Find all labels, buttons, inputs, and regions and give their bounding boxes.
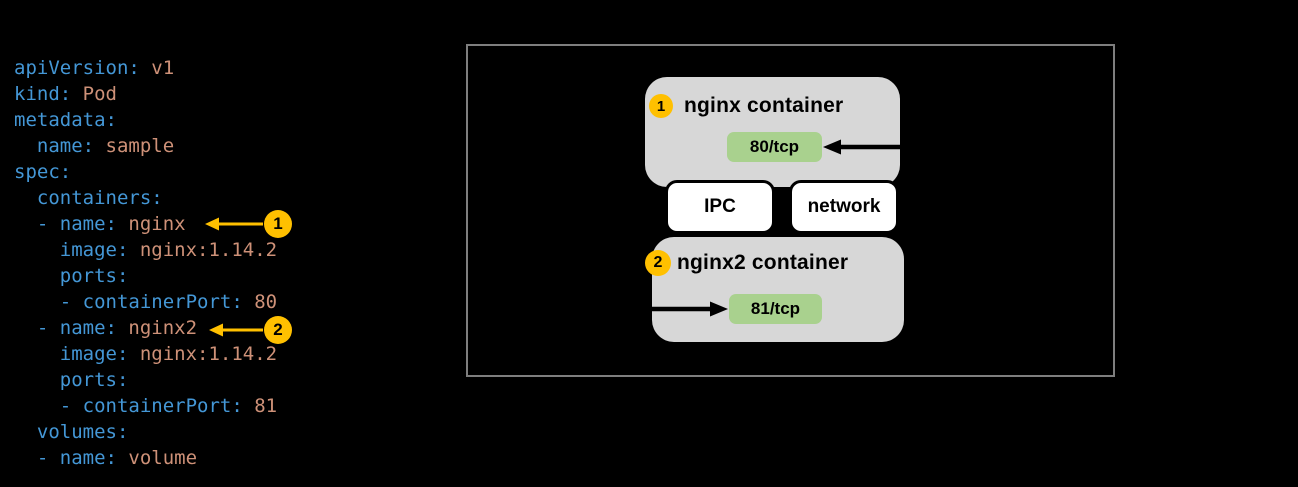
container-box-nginx2: 2 nginx2 container 81/tcp (645, 237, 904, 342)
container-title-nginx: nginx container (684, 94, 844, 117)
yaml-line: - containerPort: 81 (14, 395, 278, 417)
pod-diagram-panel: 1 nginx container 80/tcp 2 nginx2 contai… (466, 44, 1115, 377)
container-box-nginx: 1 nginx container 80/tcp (645, 77, 900, 187)
callout-arrow-left-icon (209, 323, 263, 337)
container-badge-2: 2 (645, 250, 671, 276)
yaml-line: ports: (14, 265, 129, 287)
port-badge-80: 80/tcp (727, 132, 822, 162)
yaml-line: - containerPort: 80 (14, 291, 278, 313)
yaml-line: - name: nginx2 (14, 317, 198, 339)
callout-arrow-left-icon (205, 217, 263, 231)
arrow-to-port-80-icon (823, 139, 900, 155)
port-badge-81: 81/tcp (729, 294, 822, 324)
network-label: network (807, 196, 881, 217)
yaml-line: kind: Pod (14, 83, 117, 105)
yaml-line: volumes: (14, 421, 129, 443)
container-title-row: 1 nginx container (649, 94, 843, 118)
yaml-line: image: nginx:1.14.2 (14, 239, 278, 261)
yaml-line: image: nginx:1.14.2 (14, 343, 278, 365)
network-namespace-box: network (789, 180, 899, 234)
arrow-to-port-81-icon (651, 301, 728, 317)
yaml-line: name: sample (14, 135, 175, 157)
yaml-line: metadata: (14, 109, 117, 131)
callout-badge-1: 1 (264, 210, 292, 238)
ipc-namespace-box: IPC (665, 180, 775, 234)
yaml-line: - name: nginx (14, 213, 186, 235)
container-badge-1: 1 (649, 94, 673, 118)
yaml-line: containers: (14, 187, 163, 209)
yaml-line: apiVersion: v1 (14, 57, 175, 79)
yaml-line: ports: (14, 369, 129, 391)
ipc-label: IPC (704, 196, 736, 217)
container-title-nginx2: nginx2 container (677, 251, 849, 274)
yaml-line: - name: volume (14, 447, 198, 469)
yaml-code-block: apiVersion: v1 kind: Pod metadata: name: s… (14, 55, 277, 471)
callout-badge-2: 2 (264, 316, 292, 344)
container-title-row: 2 nginx2 container (645, 250, 848, 276)
yaml-line: spec: (14, 161, 72, 183)
